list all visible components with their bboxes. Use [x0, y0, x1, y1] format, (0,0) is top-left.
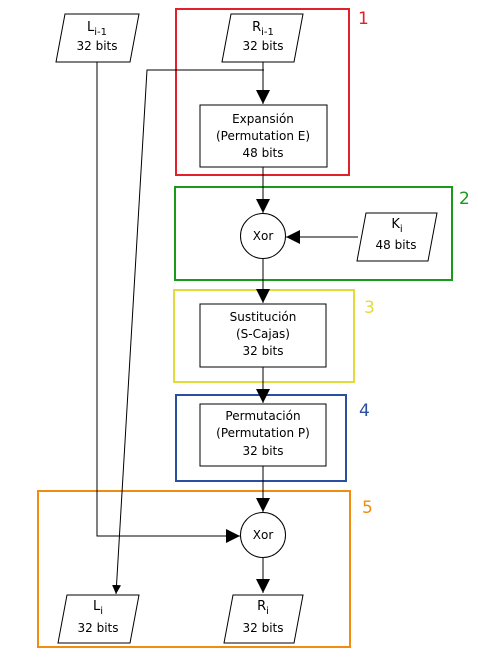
l-out-label: L: [93, 599, 101, 614]
xor-node-1: Xor: [240, 213, 286, 259]
sbox-subtitle: (S-Cajas): [236, 327, 290, 341]
r-prev-shape: [221, 13, 304, 63]
r-out-subscript: i: [266, 606, 269, 617]
xor-node-2: Xor: [240, 512, 286, 558]
r-prev-subscript: i-1: [261, 27, 274, 38]
key-bits: 48 bits: [376, 238, 417, 252]
r-out-label: R: [257, 599, 266, 614]
sbox-box: Sustitución (S-Cajas) 32 bits: [199, 303, 327, 368]
l-out-bits: 32 bits: [78, 621, 119, 635]
group-2-frame: [174, 186, 453, 281]
group-5-frame: [37, 490, 351, 648]
l-prev-shape: [55, 13, 140, 63]
xor-2-label: Xor: [253, 528, 274, 542]
sbox-bits: 32 bits: [243, 344, 284, 358]
expansion-title: Expansión: [232, 112, 294, 126]
r-prev-bits: 32 bits: [243, 39, 284, 53]
permutation-box: Permutación (Permutation P) 32 bits: [199, 403, 327, 467]
l-prev-subscript: i-1: [94, 27, 107, 38]
l-out-subscript: i: [100, 606, 103, 617]
group-3-number: 3: [364, 298, 375, 318]
expansion-box: Expansión (Permutation E) 48 bits: [199, 104, 328, 168]
key-input: Ki 48 bits: [356, 212, 438, 262]
r-prev-label: R: [252, 20, 261, 35]
group-4-number: 4: [359, 401, 370, 421]
key-label: K: [391, 217, 400, 232]
group-2-number: 2: [459, 189, 470, 209]
xor-2-circle: [240, 512, 286, 558]
key-shape: [356, 212, 438, 262]
expansion-shape: [199, 104, 328, 168]
connector-lin-to-xor2: [96, 62, 240, 543]
connectors: [96, 62, 358, 595]
sbox-title: Sustitución: [230, 310, 297, 324]
svg-text:Ri-1: Ri-1: [252, 20, 274, 38]
permutation-shape: [199, 403, 327, 467]
expansion-subtitle: (Permutation E): [216, 129, 310, 143]
group-1-number: 1: [358, 9, 369, 29]
sbox-shape: [199, 303, 327, 368]
l-out-shape: [57, 594, 140, 644]
l-out-output: Li 32 bits: [57, 594, 140, 644]
r-out-output: Ri 32 bits: [223, 594, 304, 644]
connector-rin-to-lout: [112, 69, 264, 595]
r-out-bits: 32 bits: [243, 621, 284, 635]
l-prev-input: Li-1 32 bits: [55, 13, 140, 63]
permutation-subtitle: (Permutation P): [216, 426, 310, 440]
permutation-bits: 32 bits: [243, 444, 284, 458]
xor-1-label: Xor: [253, 229, 274, 243]
svg-text:Li-1: Li-1: [87, 20, 107, 38]
svg-text:Li: Li: [93, 599, 103, 617]
l-prev-label: L: [87, 20, 95, 35]
r-out-shape: [223, 594, 304, 644]
expansion-bits: 48 bits: [243, 146, 284, 160]
xor-1-circle: [240, 213, 286, 259]
permutation-title: Permutación: [225, 409, 300, 423]
l-prev-bits: 32 bits: [77, 39, 118, 53]
r-prev-input: Ri-1 32 bits: [221, 13, 304, 63]
key-subscript: i: [400, 224, 403, 235]
group-5-number: 5: [362, 498, 373, 518]
svg-text:Ki: Ki: [391, 217, 402, 235]
svg-text:Ri: Ri: [257, 599, 269, 617]
